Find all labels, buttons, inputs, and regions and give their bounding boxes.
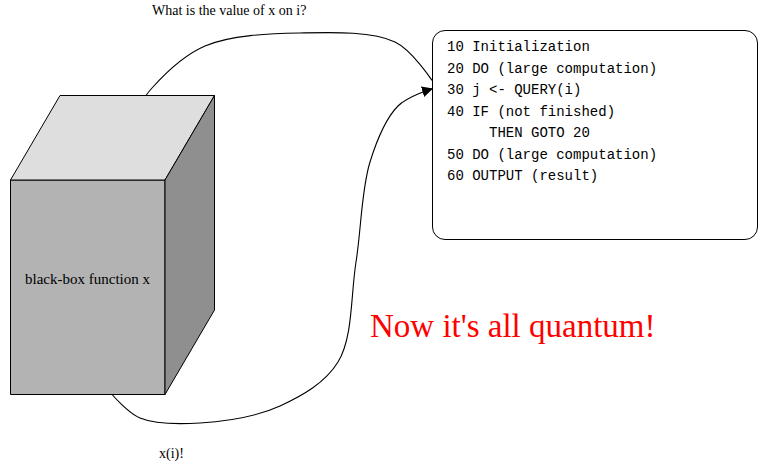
code-line: 10 Initialization xyxy=(447,37,745,59)
slogan-text: Now it's all quantum! xyxy=(370,308,656,345)
code-listing-box: 10 Initialization20 DO (large computatio… xyxy=(432,30,758,240)
code-line: 30 j <- QUERY(i) xyxy=(447,80,745,102)
cube-front-face xyxy=(11,180,166,395)
edge-label: x(i)! xyxy=(157,446,186,462)
black-box-cube: black-box function x xyxy=(10,95,215,395)
code-line: 20 DO (large computation) xyxy=(447,59,745,81)
edge-label: What is the value of x on i? xyxy=(150,3,308,19)
cube-side-face xyxy=(165,96,215,395)
cube-outline xyxy=(10,95,215,395)
box-label: black-box function x xyxy=(10,271,165,288)
code-line: THEN GOTO 20 xyxy=(447,123,745,145)
code-line: 60 OUTPUT (result) xyxy=(447,166,745,188)
code-line: 40 IF (not finished) xyxy=(447,102,745,124)
code-line: 50 DO (large computation) xyxy=(447,145,745,167)
